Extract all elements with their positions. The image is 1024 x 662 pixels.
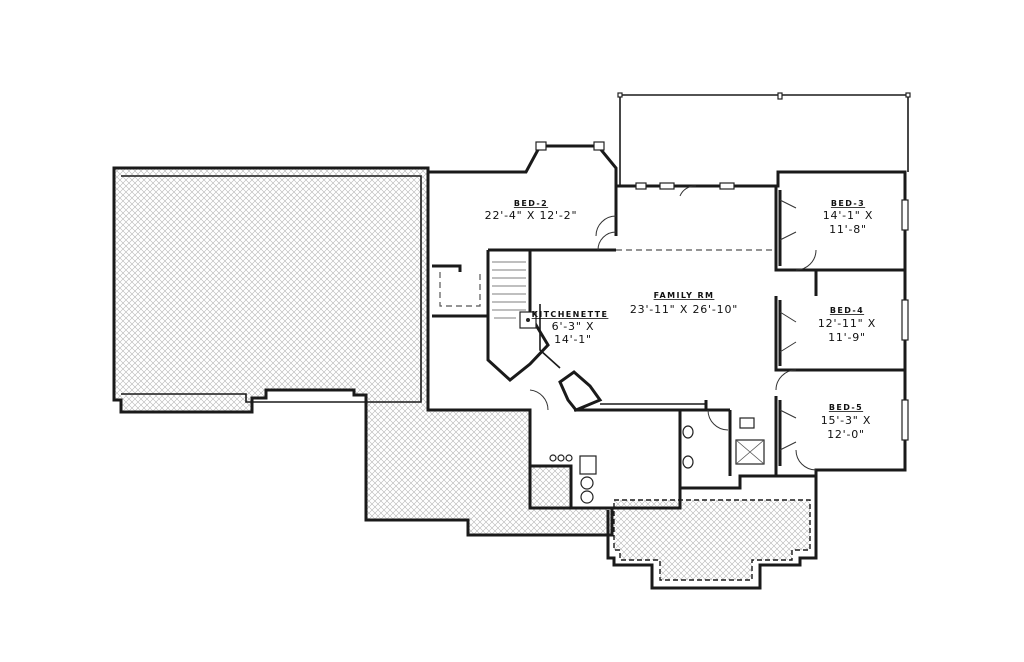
bed3-dims-line2: 11'-8": [829, 223, 867, 236]
bed4-walls: [774, 296, 905, 372]
left-patio-edge: [121, 175, 422, 403]
family-dims: 23'-11" X 26'-10": [630, 303, 738, 316]
bay-window: [525, 145, 617, 173]
left-patio: [112, 166, 614, 537]
bed2-dims: 22'-4" X 12'-2": [485, 209, 578, 222]
bed4-title: BED-4: [830, 306, 864, 315]
windows: [635, 182, 909, 441]
kitchenette-dims-line1: 6'-3" X: [552, 320, 595, 333]
bath-walls: [678, 408, 778, 488]
kitchenette-dims-line2: 14'-1": [554, 333, 592, 346]
bed2-wall: [488, 186, 618, 252]
bed4-dims-line2: 11'-9": [828, 331, 866, 344]
bed5-title: BED-5: [829, 403, 863, 412]
bed5-walls: [774, 396, 782, 470]
bed5-dims-line1: 15'-3" X: [821, 414, 871, 427]
upper-deck: [620, 94, 909, 172]
bed2-title: BED-2: [514, 199, 548, 208]
storage-walls: [432, 264, 488, 318]
bed3-walls: [774, 186, 905, 296]
center-walls: [558, 370, 603, 412]
utility-fixtures: [549, 454, 597, 504]
bed4-dims-line1: 12'-11" X: [818, 317, 876, 330]
family-title: FAMILY RM: [654, 291, 715, 300]
lower-deck: [613, 499, 811, 581]
kitchenette-counter: [539, 304, 561, 369]
stair-treads: [492, 261, 526, 319]
bed3-title: BED-3: [831, 199, 865, 208]
bed5-dims-line2: 12'-0": [827, 428, 865, 441]
bed3-dims-line1: 14'-1" X: [823, 209, 873, 222]
kitchenette-title: KITCHENETTE: [532, 310, 609, 319]
